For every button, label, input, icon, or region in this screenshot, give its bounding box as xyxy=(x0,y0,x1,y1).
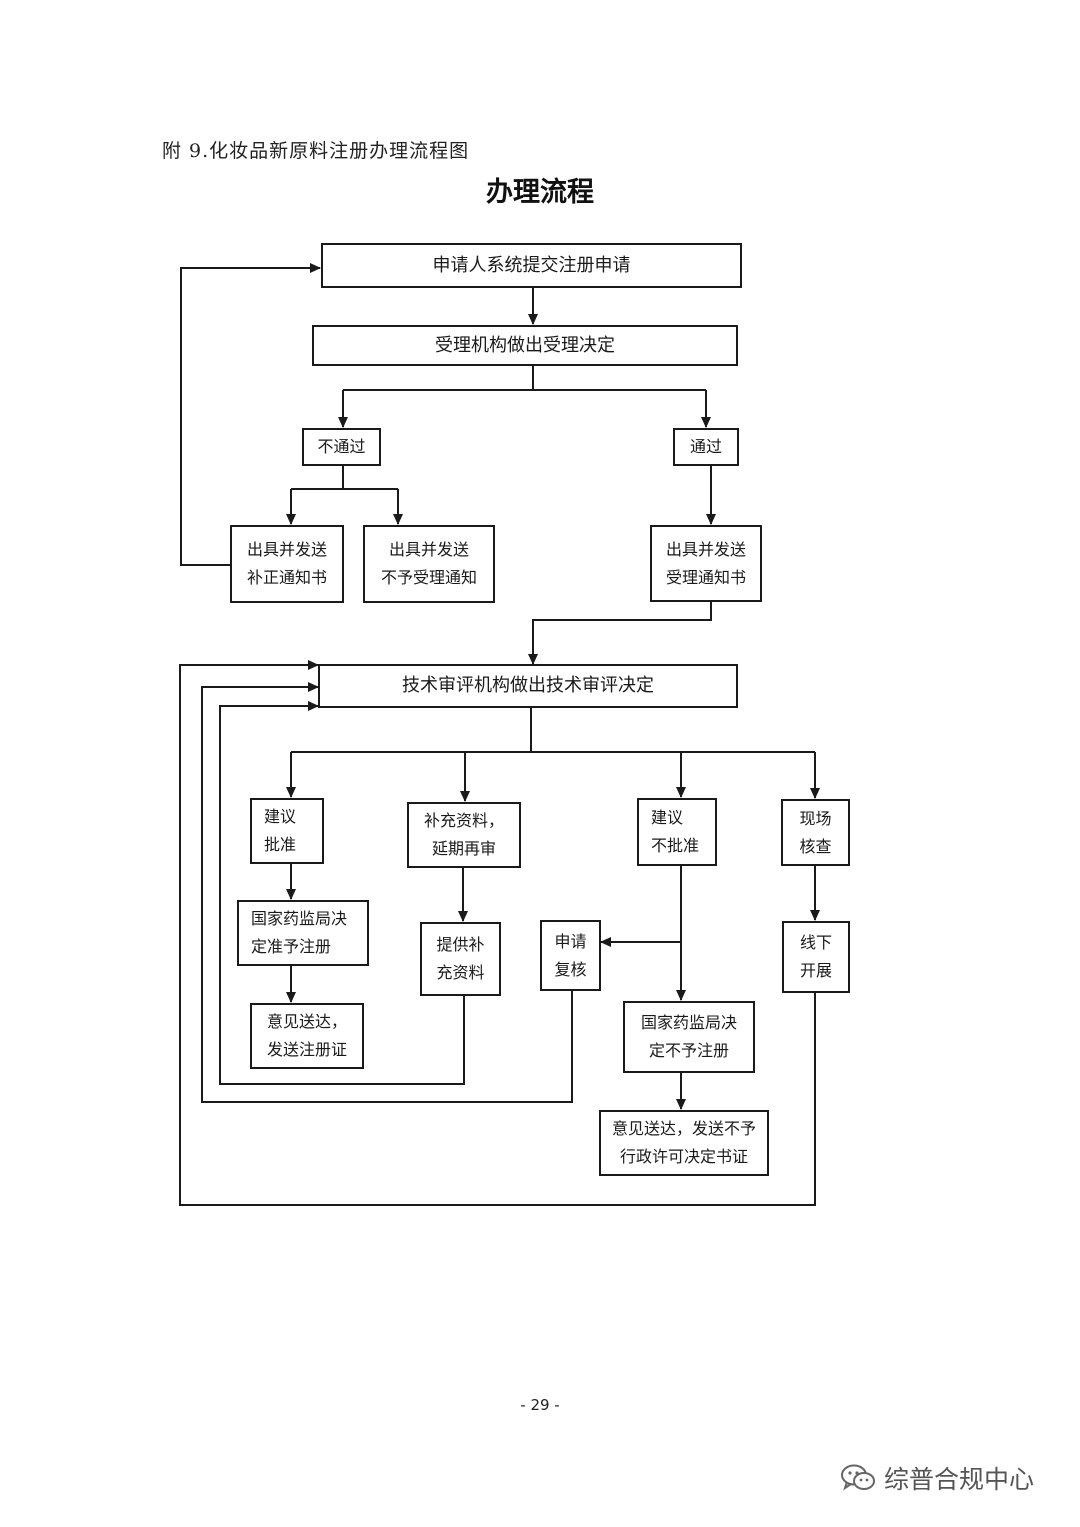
diagram-title: 办理流程 xyxy=(486,177,594,208)
line-tech-split xyxy=(291,708,815,753)
page-number: - 29 - xyxy=(520,1396,560,1414)
node-site-inspection: 现场 核查 xyxy=(781,799,850,866)
node-deliver-rejection: 意见送达，发送不予 行政许可决定书证 xyxy=(599,1110,769,1176)
node-correction-notice: 出具并发送 补正通知书 xyxy=(230,525,344,603)
node-submit: 申请人系统提交注册申请 xyxy=(321,243,742,288)
arrow-supplement-loop xyxy=(219,701,465,1085)
arrow-review-loop xyxy=(201,682,573,1103)
node-rejection-notice: 出具并发送 不予受理通知 xyxy=(363,525,495,603)
node-supplement-delay: 补充资料， 延期再审 xyxy=(407,802,521,868)
node-deliver-certificate: 意见送达， 发送注册证 xyxy=(250,1003,364,1069)
node-acceptance-decision: 受理机构做出受理决定 xyxy=(312,325,738,366)
line-not-passed-split xyxy=(291,466,398,490)
arrow-notice-to-tech xyxy=(528,602,712,665)
node-nmpa-reject: 国家药监局决 定不予注册 xyxy=(623,1001,755,1073)
node-not-passed: 不通过 xyxy=(302,428,381,466)
node-offline: 线下 开展 xyxy=(782,921,850,993)
arrow-correction-loop xyxy=(180,263,321,566)
arrow-offline-loop xyxy=(179,660,816,1206)
node-nmpa-approve: 国家药监局决 定准予注册 xyxy=(237,900,369,966)
node-recommend-approve: 建议 批准 xyxy=(250,798,324,864)
watermark: 综普合规中心 xyxy=(840,1458,1034,1498)
node-acceptance-notice: 出具并发送 受理通知书 xyxy=(650,525,762,602)
node-tech-review: 技术审评机构做出技术审评决定 xyxy=(318,664,738,708)
figure-caption: 附 9.化妆品新原料注册办理流程图 xyxy=(162,140,470,162)
node-apply-review: 申请 复核 xyxy=(540,920,601,991)
node-passed: 通过 xyxy=(673,428,739,466)
node-recommend-reject: 建议 不批准 xyxy=(637,798,717,866)
wechat-icon xyxy=(841,1464,875,1491)
watermark-text: 综普合规中心 xyxy=(884,1465,1035,1494)
line-acceptance-split xyxy=(343,366,706,391)
node-provide-supplement: 提供补 充资料 xyxy=(420,922,501,996)
